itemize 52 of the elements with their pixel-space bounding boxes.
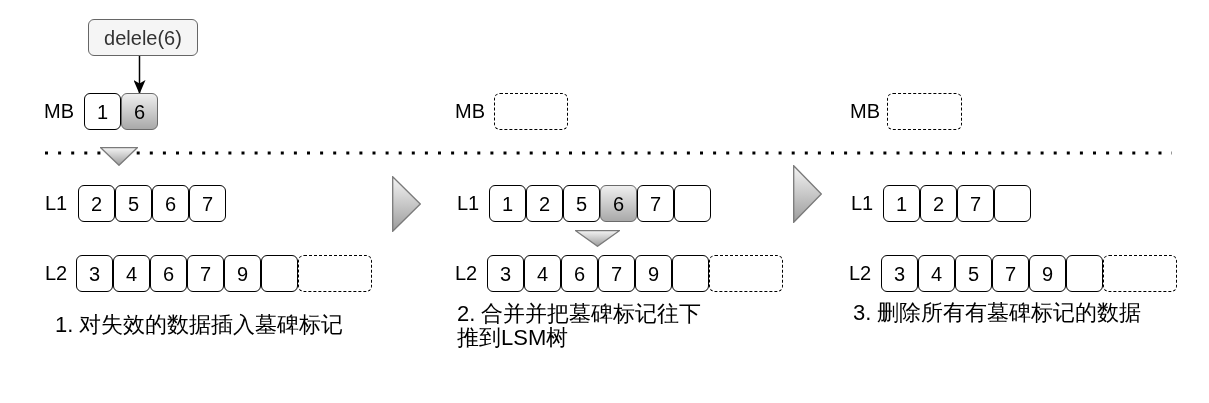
data-cell: 5: [955, 255, 992, 292]
triangle: [100, 147, 138, 166]
data-cell: 6: [152, 185, 189, 222]
arrow: [133, 55, 146, 94]
triangle: [575, 230, 620, 247]
triangle: [392, 176, 421, 232]
row-label: MB: [850, 100, 880, 122]
shaded-cell: 6: [600, 185, 637, 222]
data-cell: 9: [1029, 255, 1066, 292]
data-cell: 9: [224, 255, 261, 292]
step-caption: 3. 删除所有有墓碑标记的数据: [853, 301, 1142, 325]
data-cell: 7: [187, 255, 224, 292]
data-cell: 2: [920, 185, 957, 222]
data-cell: 6: [150, 255, 187, 292]
dashed-cell: [1103, 255, 1177, 292]
row-label: MB: [455, 100, 485, 122]
data-cell: 2: [526, 185, 563, 222]
data-cell: 3: [76, 255, 113, 292]
function-call-box: delele(6): [88, 19, 198, 56]
triangle: [793, 165, 822, 223]
shaded-cell: 6: [121, 93, 158, 130]
data-cell: 1: [489, 185, 526, 222]
data-cell: 5: [563, 185, 600, 222]
step-caption: 2. 合并并把墓碑标记往下推到LSM树: [457, 302, 703, 350]
data-cell: 7: [189, 185, 226, 222]
dashed-cell: [494, 93, 568, 130]
data-cell: 7: [957, 185, 994, 222]
row-label: L1: [45, 192, 68, 214]
row-label: MB: [44, 100, 74, 122]
dashed-cell: [887, 93, 962, 130]
step-caption: 1. 对失效的数据插入墓碑标记: [55, 313, 344, 337]
data-cell: 5: [115, 185, 152, 222]
data-cell: 3: [881, 255, 918, 292]
row-label: L1: [457, 192, 480, 214]
data-cell: 7: [992, 255, 1029, 292]
data-cell: 6: [561, 255, 598, 292]
row-label: L2: [45, 262, 68, 284]
row-label: L1: [851, 192, 874, 214]
row-label: L2: [849, 262, 872, 284]
data-cell: 4: [918, 255, 955, 292]
data-cell: 2: [78, 185, 115, 222]
dashed-cell: [298, 255, 372, 292]
data-cell: 4: [524, 255, 561, 292]
data-cell: 7: [637, 185, 674, 222]
row-label: L2: [455, 262, 478, 284]
data-cell: 3: [487, 255, 524, 292]
data-cell: 1: [84, 93, 121, 130]
dashed-cell: [709, 255, 783, 292]
data-cell: 9: [635, 255, 672, 292]
data-cell: 7: [598, 255, 635, 292]
data-cell: 1: [883, 185, 920, 222]
data-cell: 4: [113, 255, 150, 292]
